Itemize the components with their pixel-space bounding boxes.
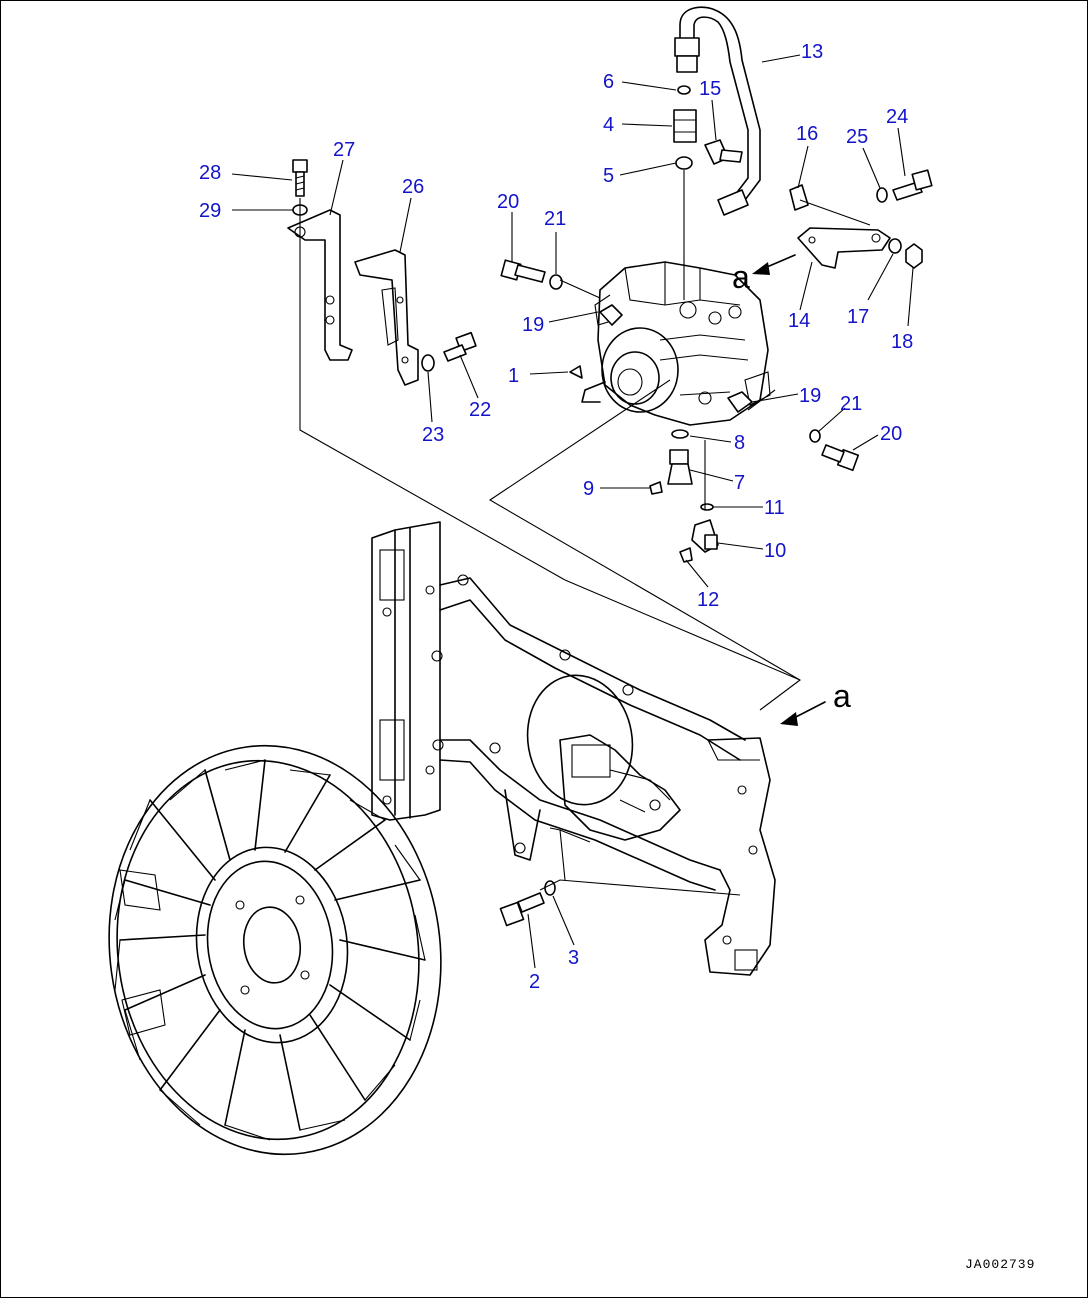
callout-10: 10: [764, 540, 786, 562]
bracket-14: [797, 227, 891, 269]
fan-bracket-frame: [371, 521, 776, 976]
elbow-10: [691, 519, 719, 553]
fan-pump: [581, 261, 771, 426]
washer-17: [888, 238, 902, 254]
bolt-20-right: [821, 444, 860, 472]
view-arrow-bottom: [780, 701, 826, 726]
callout-15: 15: [699, 78, 721, 100]
callout-14: 14: [788, 310, 810, 332]
cooling-fan: [108, 744, 442, 1156]
bolt-28: [292, 159, 308, 197]
callout-22: 22: [469, 399, 491, 421]
callout-labels: 1 2 3 4 5 6 7 8 9 10 11 12 13 14 15 16 1…: [199, 41, 1035, 1272]
callout-26: 26: [402, 176, 424, 198]
bolt-22: [443, 331, 477, 362]
o-ring-5: [675, 156, 693, 170]
assembled-pump-on-frame: [526, 674, 681, 841]
washer-23: [421, 354, 435, 372]
callout-5: 5: [603, 165, 614, 187]
callout-24: 24: [886, 106, 908, 128]
bolt-20-left: [500, 259, 546, 283]
callout-29: 29: [199, 200, 221, 222]
hose-13: [674, 6, 761, 216]
callout-23: 23: [422, 424, 444, 446]
view-mark-a-bottom: a: [833, 678, 851, 714]
bracket-26: [354, 249, 419, 386]
plug-12: [679, 547, 693, 563]
clamp-16: [789, 184, 809, 211]
assembly-lines: [299, 170, 871, 896]
callout-28: 28: [199, 162, 221, 184]
plug-9: [649, 481, 663, 495]
callout-27: 27: [333, 139, 355, 161]
callout-3: 3: [568, 947, 579, 969]
nut-18: [905, 243, 923, 269]
callout-21-right: 21: [840, 393, 862, 415]
adapter-4: [673, 109, 697, 143]
callout-19-left: 19: [522, 314, 544, 336]
washer-21-right: [809, 429, 821, 443]
callout-13: 13: [801, 41, 823, 63]
callout-leaders: [231, 54, 914, 969]
callout-19-right: 19: [799, 385, 821, 407]
callout-16: 16: [796, 123, 818, 145]
callout-18: 18: [891, 331, 913, 353]
drawing-code: JA002739: [965, 1257, 1035, 1272]
callout-17: 17: [847, 306, 869, 328]
callout-20-left: 20: [497, 191, 519, 213]
o-ring-6: [677, 85, 691, 95]
bolt-24: [892, 169, 933, 201]
fitting-15: [704, 139, 743, 165]
washer-25: [876, 187, 888, 203]
callout-11: 11: [764, 497, 785, 519]
view-mark-a-top: a: [732, 259, 750, 295]
callout-9: 9: [583, 478, 594, 500]
fitting-19-left: [599, 304, 623, 326]
callout-12: 12: [697, 589, 719, 611]
callout-2: 2: [529, 971, 540, 993]
callout-7: 7: [734, 472, 745, 494]
callout-25: 25: [846, 126, 868, 148]
plug-1: [569, 365, 583, 379]
bracket-27: [287, 209, 353, 361]
callout-1: 1: [508, 365, 519, 387]
elbow-7: [667, 449, 693, 485]
o-ring-8: [671, 429, 689, 439]
callout-6: 6: [603, 71, 614, 93]
bolt-2: [499, 892, 545, 927]
view-arrow-top: [752, 254, 796, 275]
callout-21-left: 21: [544, 208, 566, 230]
callout-20-right: 20: [880, 423, 902, 445]
callout-4: 4: [603, 114, 614, 136]
o-ring-11: [700, 503, 714, 511]
washer-21-left: [549, 274, 563, 290]
callout-8: 8: [734, 432, 745, 454]
